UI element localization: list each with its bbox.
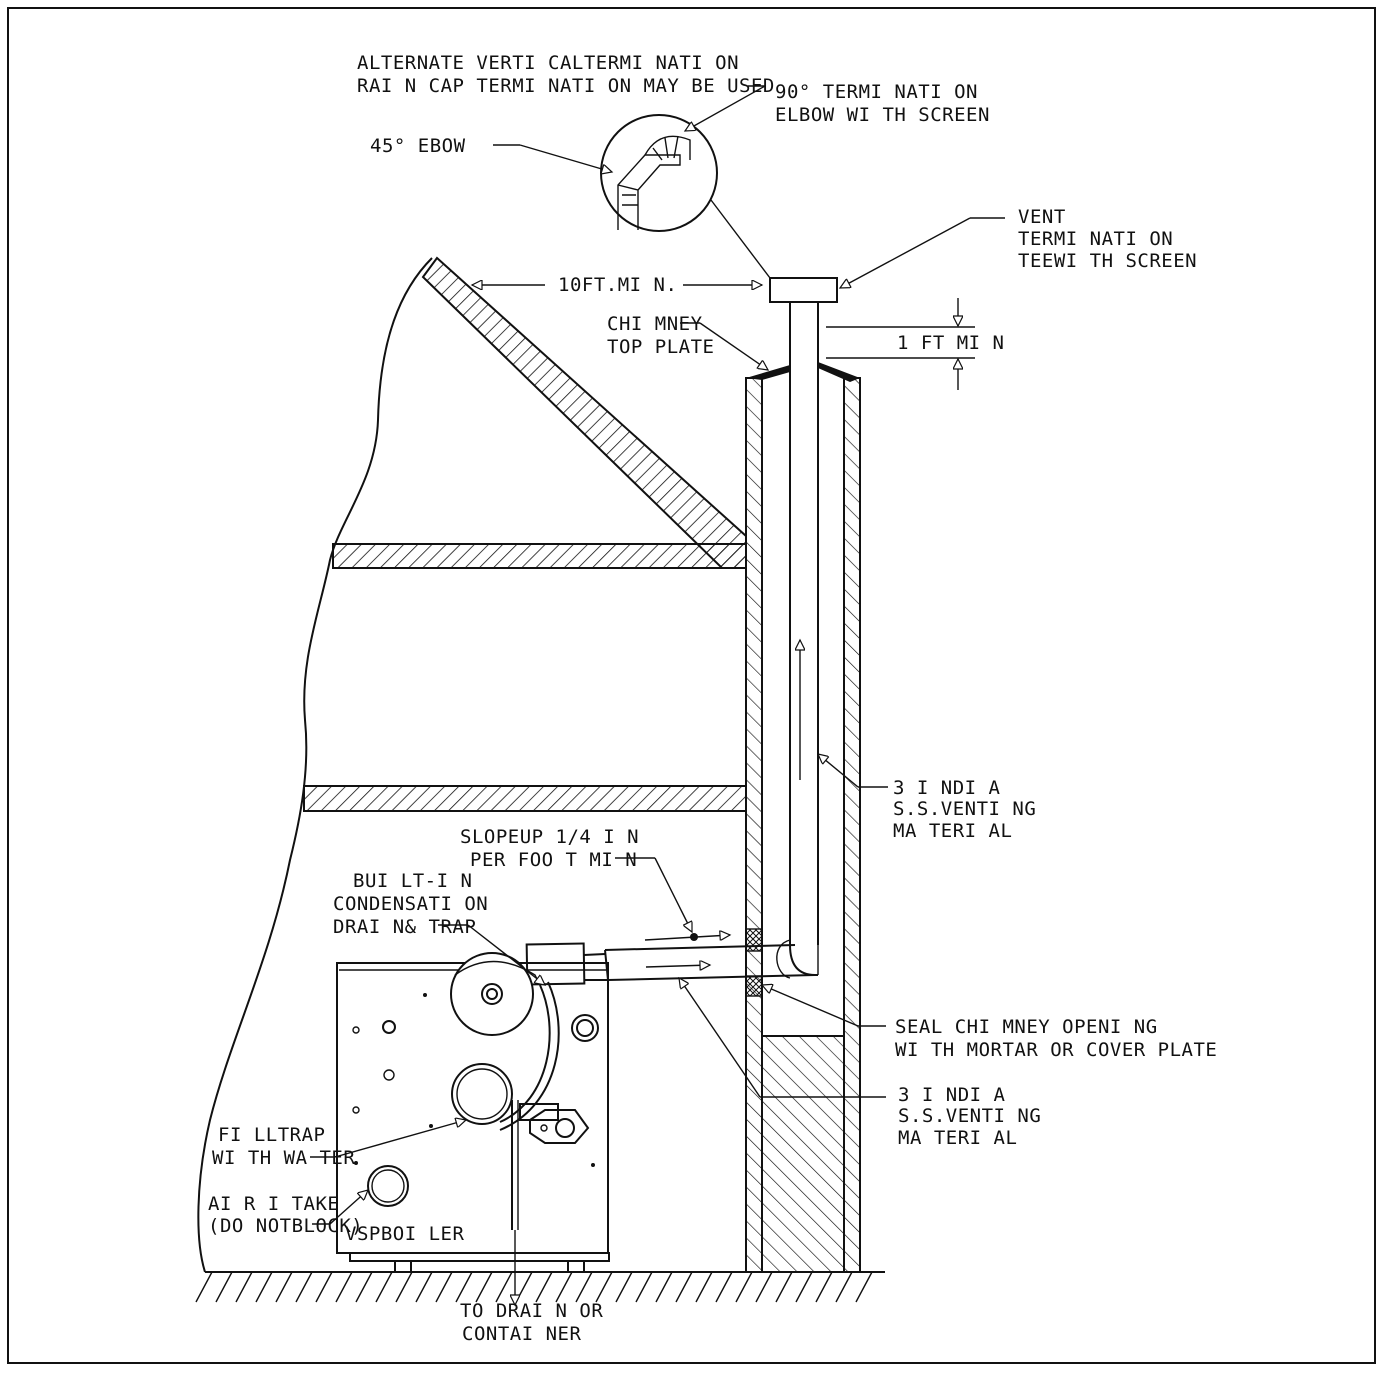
ground xyxy=(195,1271,885,1303)
label-45-elbow: 45° EBOW xyxy=(370,135,466,157)
leader-lines xyxy=(310,85,1005,1225)
label-india-2-3: MA TERI AL xyxy=(898,1127,1017,1149)
roof xyxy=(421,256,747,569)
label-seal-2: WI TH MORTAR OR COVER PLATE xyxy=(895,1039,1217,1061)
label-builtin-3: DRAI N& TRAP xyxy=(333,916,476,938)
label-india-1-3: MA TERI AL xyxy=(893,820,1012,842)
label-drain-1: TO DRAI N OR xyxy=(460,1300,603,1322)
chimney xyxy=(745,362,861,1273)
label-drain-2: CONTAI NER xyxy=(462,1323,581,1345)
alternate-termination-detail xyxy=(600,114,771,279)
label-rain-cap: RAI N CAP TERMI NATI ON MAY BE USED xyxy=(357,75,775,97)
label-india-2-1: 3 I NDI A xyxy=(898,1084,1006,1106)
label-alternate-vertical: ALTERNATE VERTI CALTERMI NATI ON xyxy=(357,52,739,74)
label-filltrap-2: WI TH WA TER xyxy=(212,1147,355,1169)
horizontal-vent-pipe xyxy=(525,933,816,986)
labels: ALTERNATE VERTI CALTERMI NATI ON RAI N C… xyxy=(208,52,1217,1345)
lower-floor xyxy=(303,785,747,812)
label-chimney-2: TOP PLATE xyxy=(607,336,714,358)
label-india-1-2: S.S.VENTI NG xyxy=(893,798,1036,820)
vertical-vent-pipe xyxy=(769,277,838,979)
page-border xyxy=(7,7,1376,1364)
label-90-elbow-1: 90° TERMI NATI ON xyxy=(775,81,978,103)
label-vent-2: TERMI NATI ON xyxy=(1018,228,1173,250)
label-slope-2: PER FOO T MI N xyxy=(470,849,637,871)
label-vent-3: TEEWI TH SCREEN xyxy=(1018,250,1197,272)
label-vent-1: VENT xyxy=(1018,206,1066,228)
label-1ft-min: 1 FT MI N xyxy=(897,332,1004,354)
label-slope-1: SLOPEUP 1/4 I N xyxy=(460,826,639,848)
label-india-1-1: 3 I NDI A xyxy=(893,777,1001,799)
label-air-intake-2: (DO NOTBLOCK) xyxy=(208,1215,363,1237)
label-10ft-min: 10FT.MI N. xyxy=(558,274,677,296)
label-air-intake-1: AI R I TAKE xyxy=(208,1193,339,1215)
boiler xyxy=(336,952,610,1305)
label-india-2-2: S.S.VENTI NG xyxy=(898,1105,1041,1127)
label-filltrap-1: FI LLTRAP xyxy=(218,1124,325,1146)
label-seal-1: SEAL CHI MNEY OPENI NG xyxy=(895,1016,1158,1038)
label-boiler: VSPBOI LER xyxy=(345,1223,464,1245)
label-builtin-1: BUI LT-I N xyxy=(353,870,472,892)
label-90-elbow-2: ELBOW WI TH SCREEN xyxy=(775,104,990,126)
label-builtin-2: CONDENSATI ON xyxy=(333,893,488,915)
label-chimney-1: CHI MNEY xyxy=(607,313,703,335)
upper-floor xyxy=(332,543,747,569)
house-break-line xyxy=(197,257,433,1273)
